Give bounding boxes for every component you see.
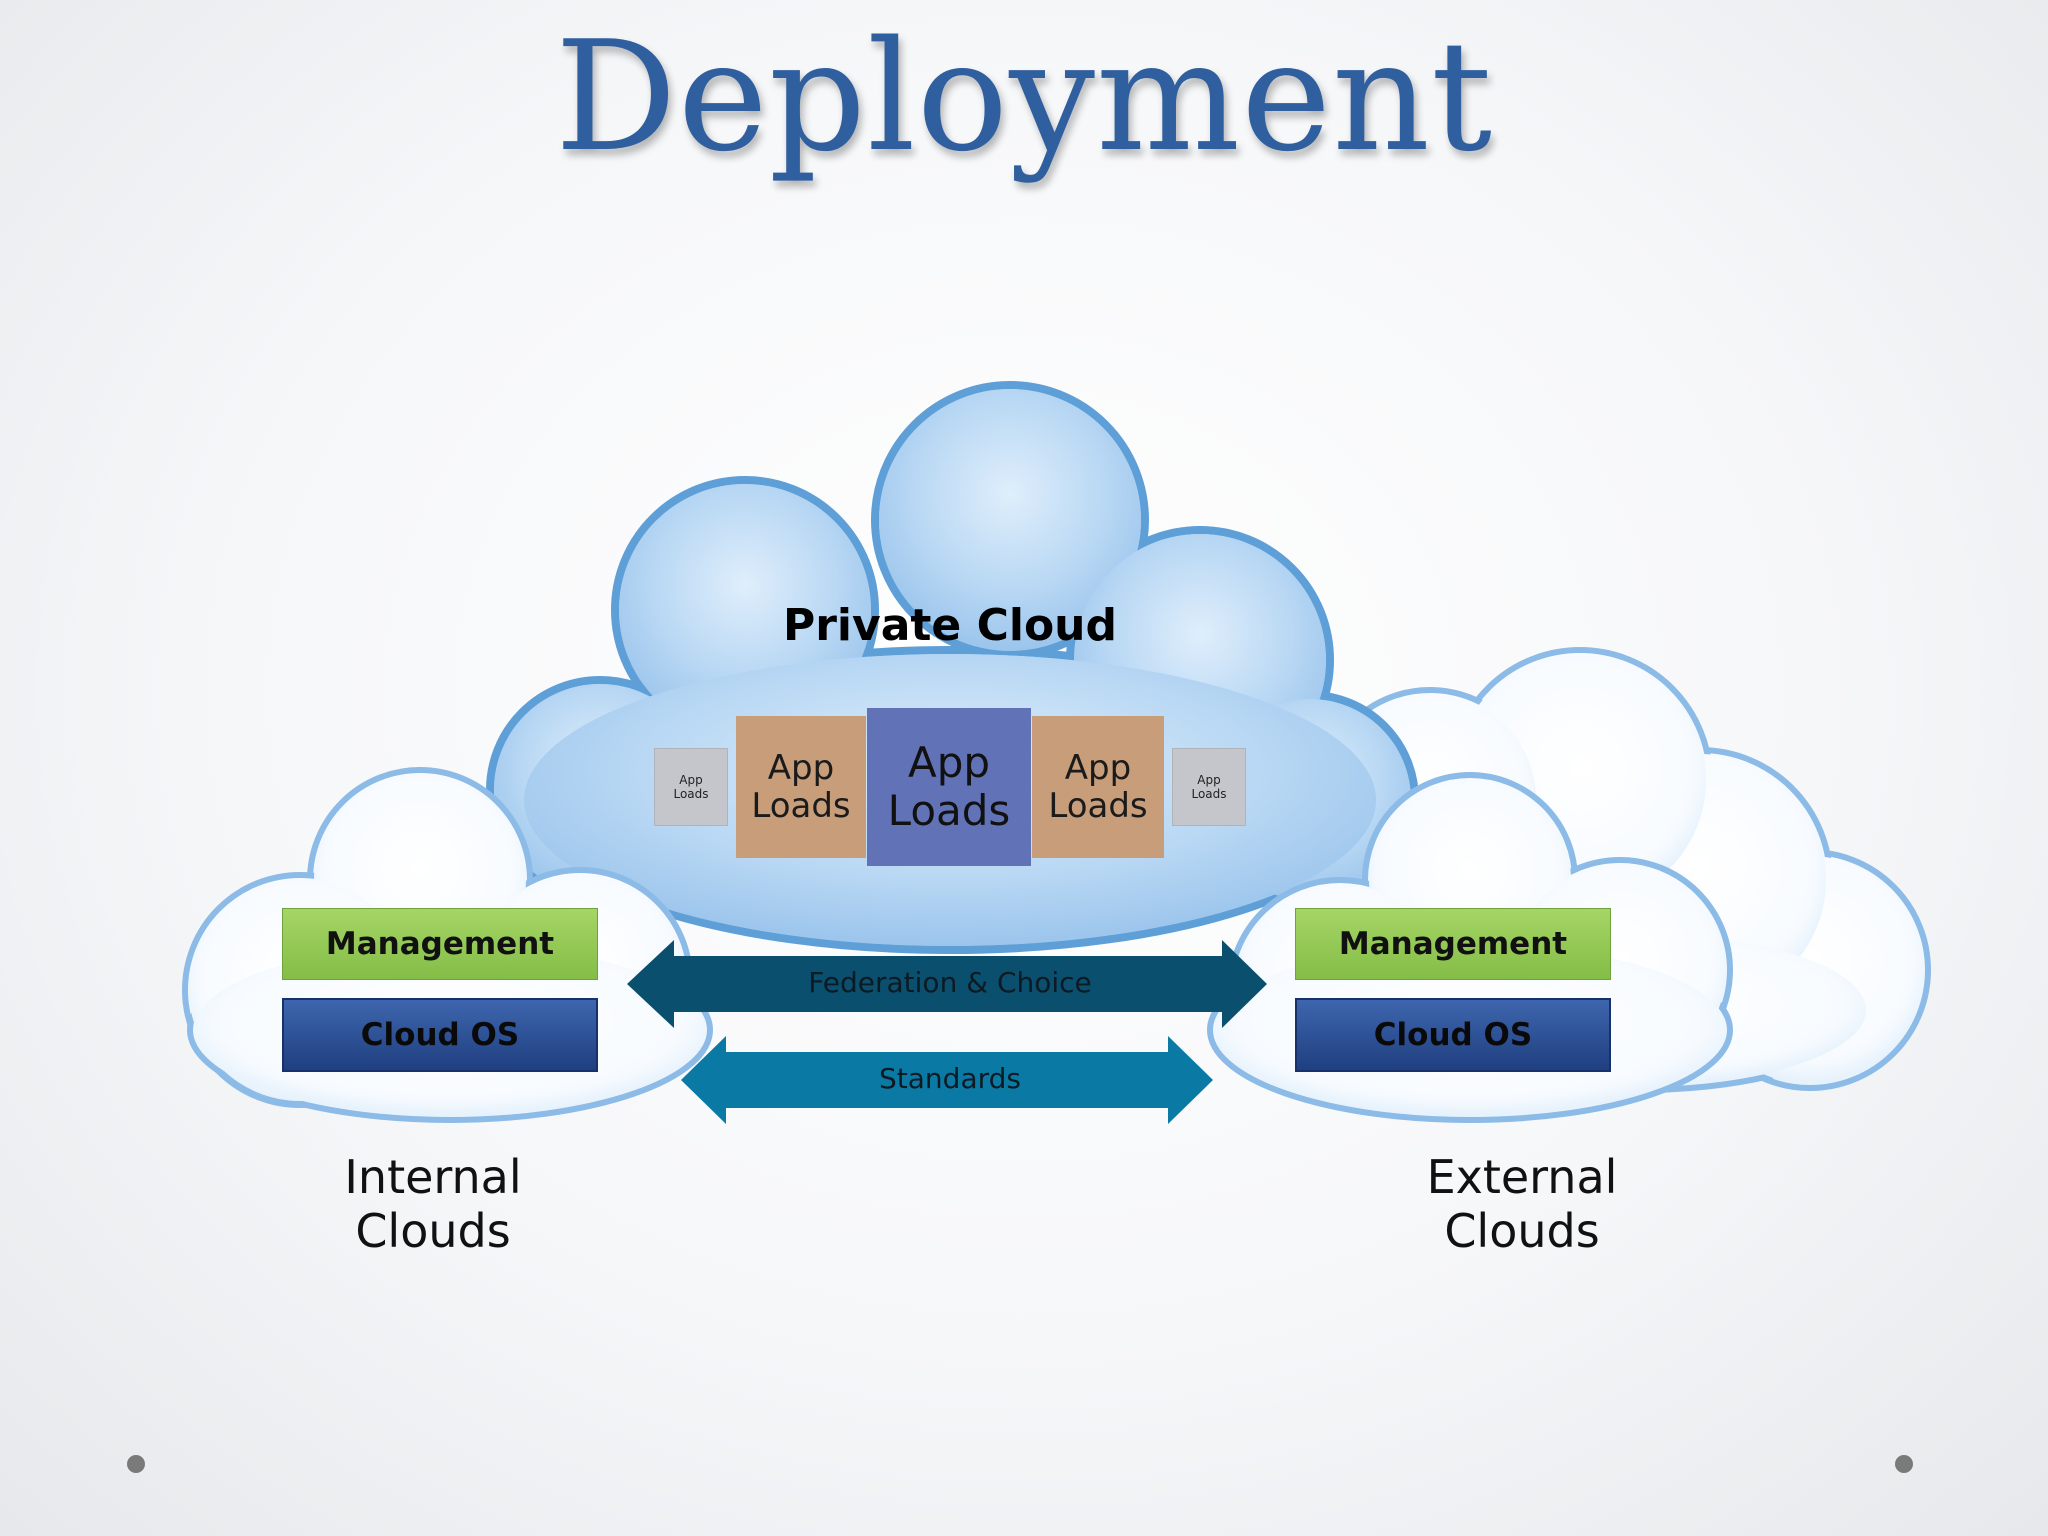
external-clouds-label: External Clouds [1426, 1150, 1618, 1258]
federation-arrow [627, 940, 1267, 1028]
app-loads-small-left: App Loads [654, 748, 728, 826]
left-corner-dot [127, 1455, 145, 1473]
internal-management-text: Management [325, 926, 555, 962]
app-loads-center: App Loads [867, 708, 1031, 866]
standards-label: Standards [879, 1062, 1021, 1095]
federation-label: Federation & Choice [808, 966, 1092, 999]
external-management-text: Management [1338, 926, 1568, 962]
app-loads-mid-left-text: App Loads [751, 748, 851, 826]
app-loads-mid-left: App Loads [736, 716, 866, 858]
slide-title: Deployment [554, 8, 1494, 185]
app-loads-small-left-text: App Loads [673, 773, 709, 801]
internal-cloud-os-box: Cloud OS [282, 998, 598, 1072]
app-loads-mid-right-text: App Loads [1048, 748, 1148, 826]
internal-management-box: Management [282, 908, 598, 980]
internal-cloud-os-text: Cloud OS [360, 1017, 520, 1053]
app-loads-small-right: App Loads [1172, 748, 1246, 826]
app-loads-center-text: App Loads [887, 738, 1011, 835]
private-cloud-label: Private Cloud [782, 600, 1118, 651]
external-management-box: Management [1295, 908, 1611, 980]
external-cloud-os-text: Cloud OS [1373, 1017, 1533, 1053]
internal-clouds-label: Internal Clouds [344, 1150, 522, 1258]
right-corner-dot [1895, 1455, 1913, 1473]
external-cloud-os-box: Cloud OS [1295, 998, 1611, 1072]
app-loads-small-right-text: App Loads [1191, 773, 1227, 801]
app-loads-mid-right: App Loads [1032, 716, 1164, 858]
standards-arrow [681, 1036, 1213, 1124]
